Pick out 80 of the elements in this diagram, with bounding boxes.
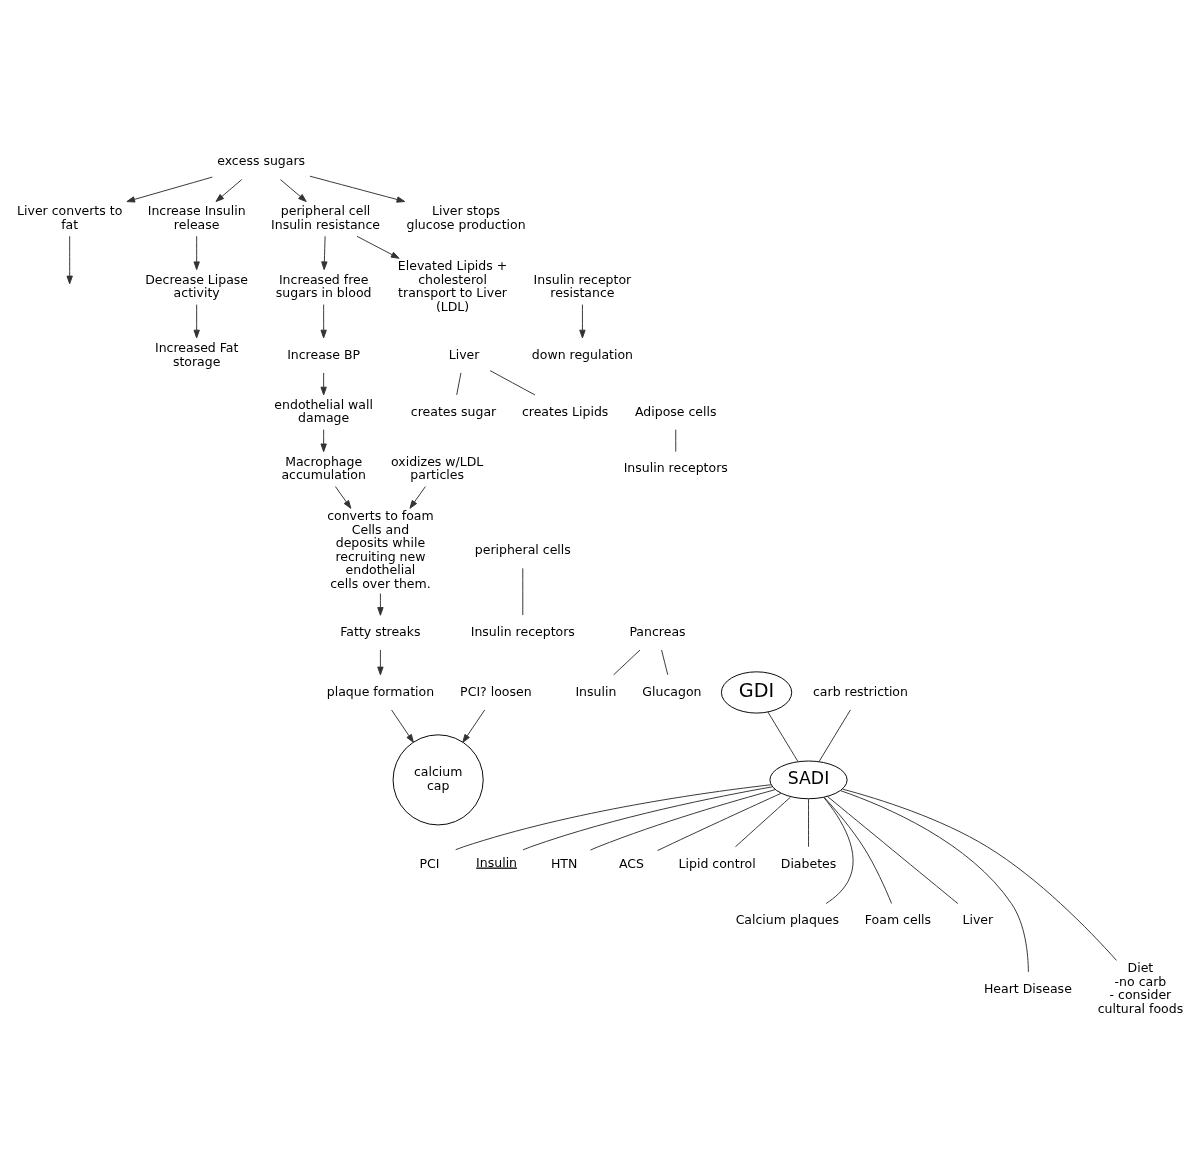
node-text: Calcium plaques (735, 911, 840, 927)
node-text: peripheral cells (474, 541, 571, 557)
node-text: HTN (550, 855, 578, 870)
arrow (279, 178, 307, 202)
node-text: peripheral cell Insulin resistance (271, 202, 381, 232)
arrow (409, 485, 426, 509)
arrow (377, 649, 384, 675)
node-text: Elevated Lipids + cholesterol transport to Liver (LDL) (397, 257, 508, 314)
arrow (320, 303, 327, 338)
arrow (193, 235, 200, 270)
node-ellipse: SADI (769, 760, 848, 799)
connector (613, 649, 641, 675)
arrow (126, 176, 213, 202)
node-ellipse: GDI (720, 670, 793, 714)
arrow (391, 708, 414, 743)
arrow (320, 428, 327, 452)
connector (842, 788, 1117, 961)
node-text: Insulin (476, 854, 518, 870)
node-text: oxidizes w/LDL particles (391, 453, 484, 482)
node-text: Liver stops glucose production (406, 202, 526, 232)
arrow (334, 485, 352, 509)
connector (808, 798, 809, 847)
arrow (579, 303, 586, 338)
node-text: Increase Insulin release (147, 202, 246, 232)
node-text: Increased Fat storage (154, 339, 239, 369)
node-text: endothelial wall damage (274, 396, 373, 425)
connector (767, 711, 799, 762)
arrow (66, 235, 73, 284)
node-text: Glucagon (642, 683, 702, 699)
node-text: Increase BP (287, 346, 361, 362)
node-text: Insulin (575, 683, 617, 699)
connector (455, 783, 772, 850)
node-text: Adipose cells (635, 403, 717, 419)
arrow (215, 178, 243, 202)
connector (657, 792, 782, 851)
arrow (320, 371, 327, 395)
arrow (321, 235, 328, 270)
node-text: Pancreas (629, 623, 686, 639)
node-text: down regulation (531, 346, 634, 362)
node-text: Heart Disease (983, 980, 1072, 996)
node-text: carb restriction (812, 683, 908, 699)
arrow (309, 175, 406, 203)
node-text: converts to foam Cells and deposits while recruiting new endothelial cells over them. (327, 507, 434, 591)
node-text: Decrease Lipase activity (145, 271, 249, 300)
node-text: creates sugar (410, 403, 497, 419)
arrow (356, 235, 400, 259)
connector (735, 796, 791, 847)
node-text: Foam cells (864, 911, 932, 927)
node-text: excess sugars (217, 152, 306, 168)
node-text: Insulin receptors (470, 623, 575, 639)
arrow (193, 303, 200, 338)
connector (522, 567, 524, 616)
arrow (377, 592, 384, 616)
connector (489, 369, 536, 395)
node-text: Fatty streaks (340, 623, 421, 639)
node-text: Diet -no carb - consider cultural foods (1097, 959, 1184, 1016)
connector (590, 788, 776, 850)
connector (522, 785, 773, 850)
node-text: Insulin receptor resistance (533, 271, 632, 300)
connector (661, 649, 669, 675)
arrow (462, 708, 486, 743)
node-text: Insulin receptors (623, 459, 728, 475)
node-text: Diabetes (780, 855, 837, 870)
connector (675, 428, 677, 452)
node-text: Liver (448, 346, 480, 362)
connector (840, 789, 1029, 972)
node-text: PCI? loosen (460, 683, 532, 699)
node-text: creates Lipids (521, 403, 609, 419)
connector (827, 795, 959, 904)
node-text: Liver converts to fat (17, 202, 123, 232)
node-text: Lipid control (678, 855, 756, 870)
node-text: PCI (419, 855, 440, 870)
connector (818, 708, 851, 762)
node-text: Increased free sugars in blood (275, 271, 372, 300)
node-text: ACS (619, 855, 645, 870)
connector (456, 371, 462, 395)
node-text: Liver (962, 911, 994, 927)
node-text: plaque formation (326, 683, 435, 699)
node-text: Macrophage accumulation (281, 453, 366, 482)
connector (823, 796, 892, 904)
